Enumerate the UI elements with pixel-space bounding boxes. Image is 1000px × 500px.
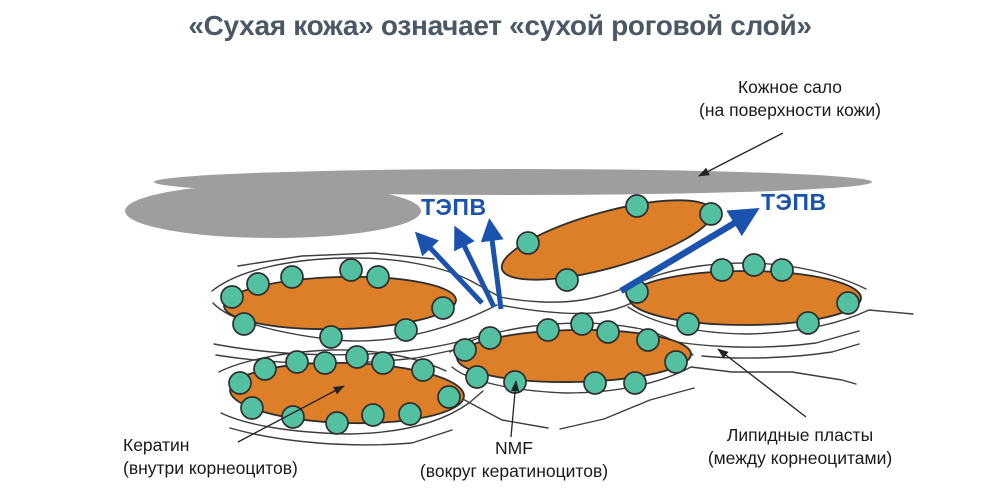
- nmf-granule: [625, 194, 649, 218]
- sebum-film-blob: [125, 184, 421, 238]
- nmf-granule: [361, 403, 385, 427]
- nmf-granule: [228, 371, 252, 395]
- keratin-label-line1: Кератин: [123, 435, 190, 455]
- nmf-granule: [240, 396, 264, 420]
- nmf-label: NMF (вокруг кератиноцитов): [384, 437, 644, 483]
- nmf-granule: [345, 345, 369, 369]
- nmf-granule: [394, 318, 418, 342]
- page-title: «Сухая кожа» означает «сухой роговой сло…: [188, 10, 812, 41]
- nmf-granule: [453, 338, 477, 362]
- nmf-granule: [371, 351, 395, 375]
- nmf-granule: [366, 265, 390, 289]
- nmf-granule: [596, 320, 620, 344]
- sebum-label: Кожное сало (на поверхности кожи): [640, 76, 940, 122]
- tewl-arrow: [619, 207, 760, 294]
- nmf-granule: [664, 350, 688, 374]
- nmf-granule: [325, 411, 349, 435]
- lipid-layer-line: [499, 262, 867, 303]
- lipid-pointer-arrow: [717, 348, 807, 418]
- keratin-label-line2: (внутри корнеоцитов): [123, 458, 298, 478]
- lipid-layer-line: [627, 306, 914, 335]
- corneocyte-ellipse: [628, 270, 862, 326]
- nmf-granule: [583, 371, 607, 395]
- nmf-granule: [570, 312, 594, 336]
- lipid-label: Липидные пласты (между корнеоцитами): [670, 424, 930, 470]
- nmf-granule: [478, 326, 502, 350]
- nmf-pointer-arrow: [510, 380, 520, 438]
- nmf-granule: [437, 385, 461, 409]
- tewl-arrow: [414, 231, 484, 305]
- nmf-granule: [246, 272, 270, 296]
- nmf-label-line2: (вокруг кератиноцитов): [419, 461, 609, 481]
- nmf-granule: [555, 268, 579, 292]
- nmf-granule: [280, 265, 304, 289]
- corneocyte-ellipse: [223, 275, 457, 331]
- tewl-arrow: [480, 218, 504, 310]
- sebum-label-line1: Кожное сало: [737, 77, 843, 97]
- nmf-granule: [623, 371, 647, 395]
- nmf-granule: [313, 351, 337, 375]
- nmf-granule: [431, 296, 455, 320]
- nmf-granule: [232, 312, 256, 336]
- lipid-layer-line: [237, 252, 435, 267]
- nmf-granule: [796, 311, 820, 335]
- tewl-label-left: ТЭПВ: [421, 194, 487, 220]
- nmf-granule: [285, 350, 309, 374]
- nmf-granule: [770, 258, 794, 282]
- nmf-granule: [699, 202, 723, 226]
- lipid-label-line2: (между корнеоцитами): [707, 448, 893, 468]
- nmf-granule: [676, 312, 700, 336]
- nmf-granule: [253, 357, 277, 381]
- lipid-layer-line: [456, 395, 549, 429]
- nmf-granule: [398, 402, 422, 426]
- nmf-granule: [319, 325, 343, 349]
- sebum-pointer-arrow: [698, 132, 784, 177]
- nmf-granule: [281, 405, 305, 429]
- lipid-layer-line: [559, 387, 695, 430]
- nmf-granule: [411, 358, 435, 382]
- nmf-granule: [465, 365, 489, 389]
- lipid-layer-line: [218, 349, 447, 373]
- lipid-label-line1: Липидные пласты: [726, 425, 874, 445]
- nmf-granule: [742, 253, 766, 277]
- tewl-arrow: [454, 225, 497, 309]
- nmf-granule: [710, 258, 734, 282]
- keratin-pointer-arrow: [237, 385, 345, 443]
- sebum-label-line2: (на поверхности кожи): [699, 100, 881, 120]
- nmf-granule: [220, 285, 244, 309]
- nmf-label-line1: NMF: [495, 438, 533, 458]
- keratin-label: Кератин (внутри корнеоцитов): [123, 434, 403, 480]
- nmf-granule: [339, 258, 363, 282]
- tewl-label-right: ТЭПВ: [761, 189, 827, 215]
- nmf-granule: [536, 318, 560, 342]
- nmf-granule: [836, 291, 860, 315]
- lipid-layer-line: [220, 390, 484, 435]
- lipid-layer-line: [229, 427, 453, 446]
- nmf-granule: [636, 328, 660, 352]
- nmf-granule: [516, 231, 540, 255]
